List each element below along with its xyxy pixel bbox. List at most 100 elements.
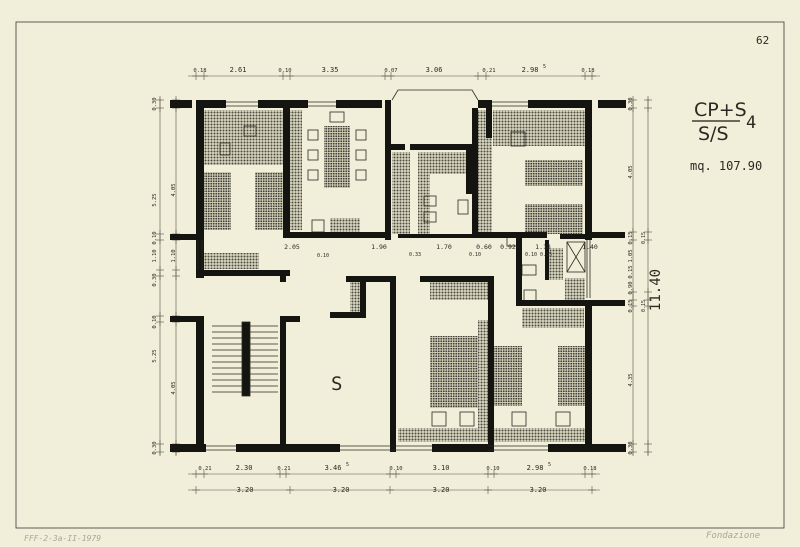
dimension-label: 0.15 xyxy=(641,300,647,312)
title-bottom: S/S xyxy=(698,123,729,145)
dimension-label: 1.40 xyxy=(582,243,598,251)
dimension-label: 0.10 xyxy=(486,466,499,472)
dim-left-inner: 4.051.104.05 xyxy=(171,183,177,394)
dimension-label: 0.15 xyxy=(641,232,647,244)
stair-treads xyxy=(212,321,278,397)
dimension-superscript: 5 xyxy=(548,462,551,468)
stair-spine xyxy=(241,321,251,397)
hatch-bedroom3-bed xyxy=(430,336,480,408)
hatch-bedroom1-bottom xyxy=(203,253,259,269)
dim-left-outer: 0.30 5.25 0.10 1.10 0.30 0.10 5.25 0.30 xyxy=(152,97,158,454)
dimension-label: 0.10 xyxy=(469,252,481,258)
dimension-label: 4.05 xyxy=(628,165,634,178)
dim-right-col: 0.30 4.05 0.15 1.05 0.15 0.90 0.15 4.35 0.30 xyxy=(628,97,634,454)
dimension-label: 0.21 xyxy=(277,466,290,472)
dimension-label: 0.30 xyxy=(152,97,158,110)
hatch-bedroom2-top xyxy=(493,110,585,146)
dimension-label: 1.10 xyxy=(171,249,177,262)
hatch-bedroom4-bed2 xyxy=(558,346,586,406)
dimension-label: 0.30 xyxy=(152,441,158,454)
dimension-superscript: 5 xyxy=(346,462,349,468)
dimension-label: 0.10 xyxy=(278,68,291,74)
dimension-label: 1.05 xyxy=(628,249,634,262)
hatch-dining-bottom xyxy=(330,218,360,232)
hatch-bedroom4-top xyxy=(522,308,584,328)
dimension-label: 3.46 xyxy=(325,464,342,472)
dimension-label: 3.20 xyxy=(333,486,350,494)
dimension-label: 0.15 xyxy=(628,299,634,312)
dimension-label: 0.07 xyxy=(384,68,397,74)
dimension-label: 4.35 xyxy=(628,373,634,386)
dim-interior-row: 2.05 1.90 1.70 0.60 0.92 1.18 1.40 xyxy=(284,243,598,251)
dimension-label: 4.05 xyxy=(171,183,177,196)
dimension-label: 3.20 xyxy=(237,486,254,494)
dimension-label: 1.10 xyxy=(152,249,158,262)
dimension-label: 0.30 xyxy=(152,273,158,286)
dimension-label: 2.98 xyxy=(527,464,544,472)
dim-bottom-row1: 0.21 2.30 0.21 3.46 5 0.10 3.10 0.10 2.98 5 0.18 xyxy=(198,462,596,472)
sheet-frame xyxy=(15,21,785,529)
dimension-superscript: 5 xyxy=(543,64,546,70)
hatch-corridor-cab xyxy=(350,282,360,316)
dimension-label: 0.90 xyxy=(628,281,634,294)
dimension-label: 2.61 xyxy=(230,66,247,74)
page-number: 62 xyxy=(756,34,769,47)
dim-right-inner: 0.15 0.15 xyxy=(641,232,647,312)
dimension-label: 5.25 xyxy=(152,349,158,362)
dimension-label: 3.20 xyxy=(433,486,450,494)
dimension-label: 0.18 xyxy=(581,68,594,74)
walls xyxy=(170,100,626,452)
archive-note: FFF-2-3a-II-1979 xyxy=(24,534,101,543)
area-label: mq. 107.90 xyxy=(690,159,762,173)
hatch-bedroom1-top xyxy=(203,110,283,165)
hatch-bedroom2-bed2 xyxy=(525,204,583,234)
title-block: CP+S S/S 4 mq. 107.90 xyxy=(690,99,762,173)
hatch-dining-strip xyxy=(290,110,302,230)
dim-bottom-row2: 3.20 3.20 3.20 3.20 xyxy=(237,486,547,494)
dimension-label: 0.15 xyxy=(628,231,634,244)
dimension-label: 3.10 xyxy=(433,464,450,472)
dimension-label: 0.30 xyxy=(628,97,634,110)
signature: Fondazione xyxy=(706,531,760,541)
hatch-bedroom3-bottom xyxy=(398,428,490,442)
hatch-bedroom4-bed xyxy=(494,346,522,406)
dimension-label: 0.30 xyxy=(628,441,634,454)
windows xyxy=(197,89,591,451)
dimension-label: 0.10 xyxy=(389,466,402,472)
dimension-label: 2.05 xyxy=(284,243,300,251)
hatch-dining-table xyxy=(324,126,350,188)
hatch-bedroom1-bed xyxy=(203,172,231,230)
dimension-label: 2.30 xyxy=(236,464,253,472)
dimension-label: 0.15 xyxy=(628,265,634,278)
dimension-label: 1.70 xyxy=(436,243,452,251)
dimension-label: 0.18 xyxy=(193,68,206,74)
room-label: S xyxy=(331,373,342,395)
dimension-label: 0.10 xyxy=(152,231,158,244)
dimension-label: 0.15 xyxy=(540,252,552,258)
dimension-label: 2.98 xyxy=(522,66,539,74)
hatch-bedroom2-bed xyxy=(525,160,583,186)
dimension-label: 3.20 xyxy=(530,486,547,494)
dimension-label: 0.18 xyxy=(583,466,596,472)
hatch-bedroom3-side xyxy=(478,320,490,428)
hatch-bedroom3-top xyxy=(430,282,490,300)
hatch-kitchen-mid xyxy=(418,152,466,174)
dimension-label: 0.10 xyxy=(152,315,158,328)
dimension-label: 1.18 xyxy=(535,243,551,251)
dimension-label: 1.90 xyxy=(371,243,387,251)
dimension-label: 3.06 xyxy=(426,66,443,74)
title-suffix: 4 xyxy=(746,113,756,133)
title-top: CP+S xyxy=(694,99,747,121)
dimension-label: 0.60 xyxy=(476,243,492,251)
hatch-kitchen-left xyxy=(392,152,410,234)
dimension-label: 5.25 xyxy=(152,193,158,206)
dimension-label: 0.92 xyxy=(500,243,516,251)
hatch-bath-lower xyxy=(565,278,585,302)
dimension-label: 0.21 xyxy=(198,466,211,472)
dimension-label: 0.10 xyxy=(525,252,537,258)
dimension-label: 0.21 xyxy=(482,68,495,74)
